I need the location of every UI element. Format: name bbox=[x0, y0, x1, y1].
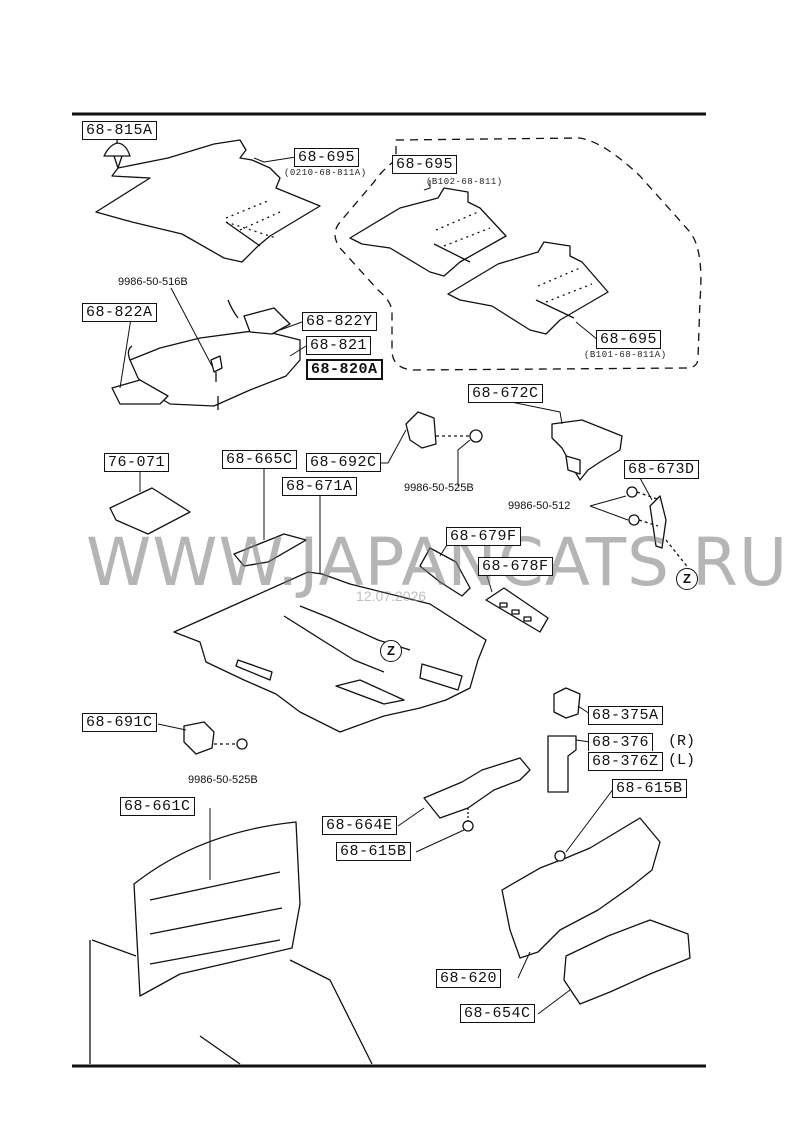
label-9986-50-512[interactable]: 9986-50-512 bbox=[508, 500, 571, 512]
label-68-695-c[interactable]: 68-695 bbox=[596, 330, 662, 349]
label-68-615b-right[interactable]: 68-615B bbox=[612, 779, 687, 798]
floor-mat-b101-drawing bbox=[447, 241, 609, 335]
label-68-661c[interactable]: 68-661C bbox=[120, 797, 195, 816]
option-region-outline bbox=[334, 137, 702, 371]
leader-lines bbox=[116, 134, 653, 1015]
label-68-691c[interactable]: 68-691C bbox=[82, 713, 157, 732]
floor-mat-b102-drawing bbox=[349, 187, 507, 277]
part-664e-drawing bbox=[423, 757, 531, 832]
label-68-615b-left[interactable]: 68-615B bbox=[336, 842, 411, 861]
label-68-679f[interactable]: 68-679F bbox=[446, 527, 521, 546]
bracket-673d-drawing bbox=[626, 486, 691, 571]
label-9986-50-525b-top[interactable]: 9986-50-525B bbox=[404, 482, 474, 494]
bracket-678f-holes bbox=[499, 602, 532, 622]
label-68-822y[interactable]: 68-822Y bbox=[302, 312, 377, 331]
label-68-376z[interactable]: 68-376Z bbox=[588, 752, 663, 771]
label-68-695-b[interactable]: 68-695 bbox=[392, 155, 458, 174]
part-375a-drawing bbox=[553, 687, 581, 719]
label-68-672c[interactable]: 68-672C bbox=[468, 384, 543, 403]
watermark-date: 12.07.2026 bbox=[356, 588, 427, 604]
sublabel-68-695-a: (0210-68-811A) bbox=[284, 168, 367, 178]
clip-815a-drawing bbox=[103, 138, 131, 169]
part-376-drawing bbox=[547, 735, 577, 793]
pad-76-071-drawing bbox=[109, 487, 191, 535]
bracket-692c-drawing bbox=[405, 411, 483, 449]
label-68-678f[interactable]: 68-678F bbox=[478, 557, 553, 576]
floor-mat-0210-drawing bbox=[95, 139, 321, 263]
label-68-376[interactable]: 68-376 bbox=[588, 733, 654, 751]
label-68-673d[interactable]: 68-673D bbox=[624, 460, 699, 479]
label-68-654c[interactable]: 68-654C bbox=[460, 1004, 535, 1023]
bracket-672c-drawing bbox=[551, 419, 623, 481]
dash-insulator-620-drawing bbox=[501, 817, 661, 959]
side-left: (L) bbox=[668, 752, 696, 769]
pad-665c-drawing bbox=[233, 533, 307, 567]
firewall-661c-drawing bbox=[89, 821, 373, 1065]
marker-z-right[interactable]: Z bbox=[676, 568, 698, 590]
insulator-654c-drawing bbox=[563, 919, 691, 1005]
label-68-820a[interactable]: 68-820A bbox=[306, 359, 383, 380]
watermark: WWW.JAPANCATS.RU bbox=[86, 524, 789, 601]
label-68-815a[interactable]: 68-815A bbox=[82, 121, 157, 140]
label-68-665c[interactable]: 68-665C bbox=[222, 450, 297, 469]
label-9986-50-525b-bottom[interactable]: 9986-50-525B bbox=[188, 774, 258, 786]
label-76-071[interactable]: 76-071 bbox=[104, 453, 170, 472]
label-68-664e[interactable]: 68-664E bbox=[322, 816, 397, 835]
side-right: (R) bbox=[668, 733, 696, 750]
part-691c-drawing bbox=[183, 721, 248, 755]
label-68-671a[interactable]: 68-671A bbox=[282, 477, 357, 496]
label-68-620[interactable]: 68-620 bbox=[436, 969, 502, 988]
label-68-821[interactable]: 68-821 bbox=[306, 336, 372, 355]
sublabel-68-695-c: (B101-68-811A) bbox=[584, 350, 667, 360]
rear-mat-assembly-drawing bbox=[111, 299, 301, 410]
marker-z-carpet[interactable]: Z bbox=[380, 640, 402, 662]
label-68-375a[interactable]: 68-375A bbox=[588, 706, 663, 725]
label-9986-50-516b[interactable]: 9986-50-516B bbox=[118, 276, 188, 288]
bracket-679f-drawing bbox=[419, 547, 471, 597]
label-68-695-a[interactable]: 68-695 bbox=[294, 148, 360, 167]
label-68-692c[interactable]: 68-692C bbox=[306, 453, 381, 472]
sublabel-68-695-b: (B102-68-811) bbox=[426, 177, 503, 187]
label-68-822a[interactable]: 68-822A bbox=[82, 303, 157, 322]
